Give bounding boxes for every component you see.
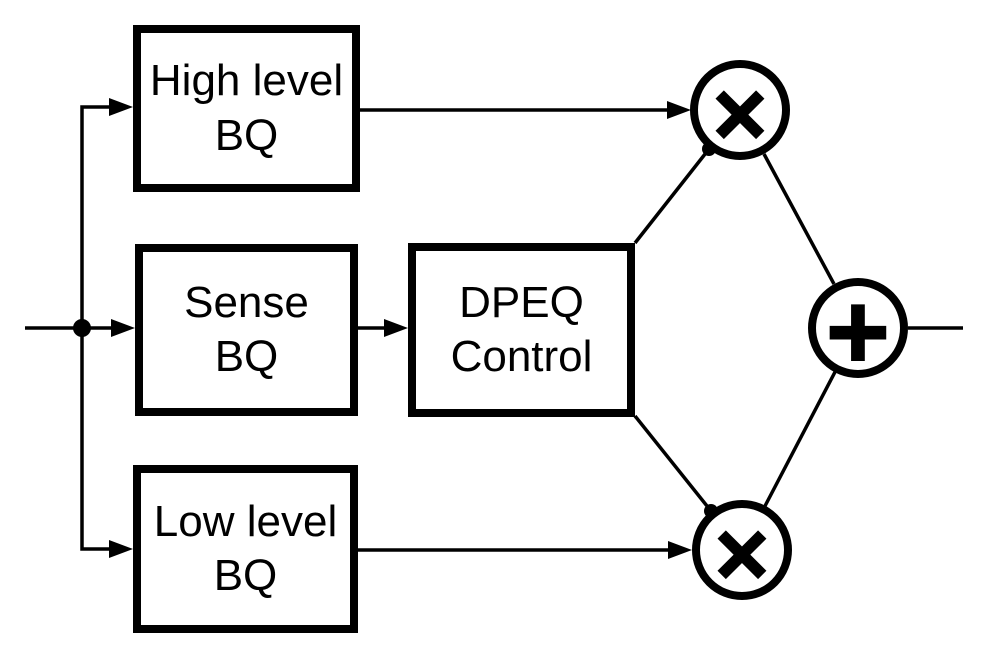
- plus-icon: +: [823, 281, 893, 379]
- dpeq-control-block: DPEQ Control: [408, 243, 635, 417]
- bottom-multiplier-to-adder-line: [763, 371, 837, 507]
- arrowhead-top-multiplier-icon: [667, 101, 691, 119]
- top-multiplier-node: [690, 60, 790, 160]
- arrowhead-sense-input-icon: [111, 319, 135, 337]
- low-level-bq-block: Low level BQ: [133, 465, 358, 633]
- high-level-bq-block: High level BQ: [133, 25, 360, 192]
- multiply-icon: ×: [708, 68, 772, 157]
- multiply-icon: ×: [710, 508, 774, 597]
- low-level-bq-label: Low level BQ: [153, 496, 338, 600]
- arrowhead-high-input-icon: [109, 98, 133, 116]
- dpeq-to-top-multiplier-line: [633, 147, 711, 245]
- input-junction-dot: [73, 319, 91, 337]
- adder-node: [808, 278, 908, 378]
- top-multiplier-to-adder-line: [762, 153, 836, 285]
- sense-bq-label: Sense BQ: [184, 277, 309, 381]
- arrowhead-dpeq-input-icon: [384, 319, 408, 337]
- bottom-multiplier-node: [692, 500, 792, 600]
- arrowhead-bottom-multiplier-icon: [668, 541, 692, 559]
- dpeq-control-label: DPEQ Control: [450, 277, 593, 381]
- arrowhead-low-input-icon: [109, 540, 133, 558]
- high-level-bq-label: High level BQ: [149, 56, 344, 160]
- sense-bq-block: Sense BQ: [135, 244, 358, 416]
- dpeq-to-bottom-multiplier-line: [633, 414, 713, 513]
